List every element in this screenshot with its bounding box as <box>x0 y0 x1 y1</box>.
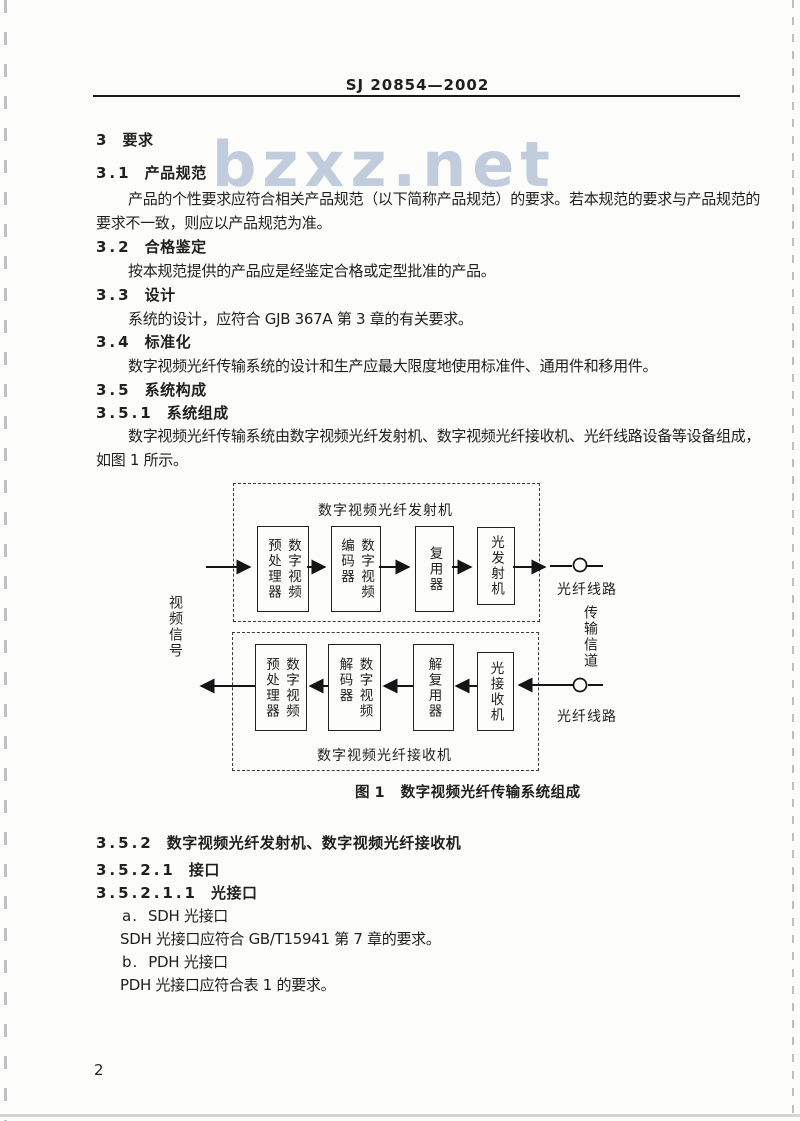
header-rule <box>93 95 740 97</box>
list-item: a.SDH 光接口 <box>122 907 228 925</box>
receiver-title: 数字视频光纤接收机 <box>317 748 452 764</box>
block-digital-video-preprocessor-rx: 数字视频 预处理器 <box>255 644 307 731</box>
block-label: 数字视频 编码器 <box>338 538 374 600</box>
block-label: 解复用器 <box>425 656 442 719</box>
receiver-dashed-box <box>232 632 539 771</box>
standard-number: SJ 20854—2002 <box>345 76 490 94</box>
fiber-line-label-bottom: 光纤线路 <box>557 709 617 725</box>
scan-edge-bottom-line <box>0 1114 800 1117</box>
block-label: 数字视频 解码器 <box>336 656 373 719</box>
block-label: 光发射机 <box>488 535 504 597</box>
block-optical-receiver: 光接收机 <box>477 652 514 731</box>
transmitter-title: 数字视频光纤发射机 <box>318 503 453 519</box>
block-demultiplexer: 解复用器 <box>413 644 454 731</box>
paragraph-line: SDH 光接口应符合 GB/T15941 第 7 章的要求。 <box>120 930 441 948</box>
transmitter-dashed-box <box>233 483 540 622</box>
block-label: 光接收机 <box>487 660 504 723</box>
scan-edge-left-marks <box>4 0 7 1121</box>
block-label: 数字视频 预处理器 <box>265 538 301 600</box>
video-signal-label: 视频信号 <box>167 595 183 659</box>
scan-edge-right-marks <box>792 0 794 1121</box>
block-digital-video-decoder: 数字视频 解码器 <box>328 644 381 731</box>
paragraph-line: 数字视频光纤传输系统的设计和生产应最大限度地使用标准件、通用件和移用件。 <box>128 357 658 375</box>
block-multiplexer: 复用器 <box>415 526 454 612</box>
paragraph-line: PDH 光接口应符合表 1 的要求。 <box>120 976 336 994</box>
paragraph-line: 数字视频光纤传输系统由数字视频光纤发射机、数字视频光纤接收机、光纤线路设备等设备… <box>128 427 761 445</box>
page-number: 2 <box>94 1061 104 1079</box>
block-digital-video-preprocessor: 数字视频 预处理器 <box>257 526 309 612</box>
block-digital-video-encoder: 数字视频 编码器 <box>331 526 381 612</box>
watermark: bzxz.net <box>212 128 556 201</box>
block-label: 复用器 <box>426 545 443 593</box>
fiber-line-label-top: 光纤线路 <box>557 582 617 598</box>
paragraph-line: 系统的设计，应符合 GJB 367A 第 3 章的有关要求。 <box>128 310 473 328</box>
block-optical-transmitter: 光发射机 <box>477 527 515 605</box>
list-item: b.PDH 光接口 <box>122 953 228 971</box>
block-label: 数字视频 预处理器 <box>263 656 299 719</box>
transmission-channel-label: 传输信道 <box>582 605 598 669</box>
paragraph-line: 产品的个性要求应符合相关产品规范（以下简称产品规范）的要求。若本规范的要求与产品… <box>128 190 761 208</box>
paragraph-line: 如图 1 所示。 <box>96 451 188 469</box>
paragraph-line: 要求不一致，则应以产品规范为准。 <box>96 214 332 232</box>
paragraph-line: 按本规范提供的产品应是经鉴定合格或定型批准的产品。 <box>128 262 496 280</box>
